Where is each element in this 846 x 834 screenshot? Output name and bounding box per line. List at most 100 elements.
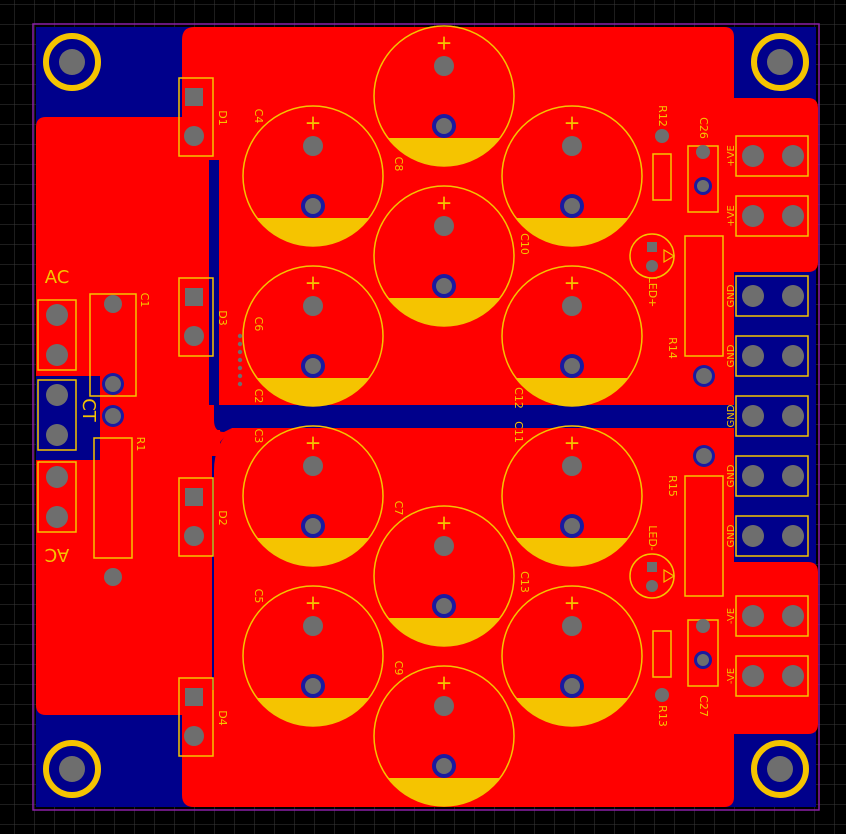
diode: D3 xyxy=(178,277,229,357)
mounting-hole-tl xyxy=(43,33,101,91)
capacitor-pad xyxy=(562,616,582,636)
connector-label: -VE xyxy=(726,668,737,684)
resistor-small: R13 xyxy=(652,630,672,727)
capacitor-body: + xyxy=(242,105,384,247)
led-label: LED- xyxy=(646,525,659,551)
diode-label: D1 xyxy=(216,110,229,125)
resistor-label: R12 xyxy=(656,105,669,127)
capacitor-pad xyxy=(434,536,454,556)
polarity-plus: + xyxy=(305,431,322,455)
capacitor-label: C4 xyxy=(252,109,265,124)
polarity-plus: + xyxy=(305,111,322,135)
connector-label: CT xyxy=(78,398,99,423)
capacitor-pad xyxy=(562,456,582,476)
capacitor-body: + xyxy=(501,425,643,567)
mounting-holes xyxy=(43,33,809,798)
connector-right: GND xyxy=(726,455,809,497)
resistor-label: R14 xyxy=(666,337,679,359)
connector-right: GND xyxy=(726,395,809,437)
capacitor-pad xyxy=(562,136,582,156)
capacitor-label: C1 xyxy=(138,293,151,308)
capacitor-body: + xyxy=(242,585,384,727)
capacitor-pad xyxy=(562,296,582,316)
capacitor-label: C12 xyxy=(512,387,525,409)
connector-right: GND xyxy=(726,335,809,377)
connector-left: AC xyxy=(37,461,77,565)
connector-label: GND xyxy=(726,464,737,487)
resistor-label: R15 xyxy=(666,475,679,497)
capacitor-body: + xyxy=(373,25,515,167)
polarity-plus: + xyxy=(564,111,581,135)
capacitor-body: + xyxy=(242,425,384,567)
connector-label: GND xyxy=(726,404,737,427)
led-label: LED+ xyxy=(646,277,659,308)
connector-left: AC xyxy=(37,267,77,371)
capacitor-body: + xyxy=(373,665,515,807)
capacitor-small: C26 xyxy=(687,117,719,213)
capacitor-label: C27 xyxy=(697,695,710,717)
board-outline xyxy=(32,23,820,811)
diode-label: D3 xyxy=(216,310,229,325)
capacitor-pad xyxy=(434,216,454,236)
via-strip xyxy=(237,333,243,387)
capacitor-label: C13 xyxy=(518,571,531,593)
connector-label: +VE xyxy=(726,145,737,167)
capacitor-pad xyxy=(303,456,323,476)
resistor-label: R13 xyxy=(656,705,669,727)
polarity-plus: + xyxy=(436,671,453,695)
capacitor-pad xyxy=(303,616,323,636)
connector-label: +VE xyxy=(726,205,737,227)
capacitor-label: C9 xyxy=(392,661,405,676)
diode-label: D4 xyxy=(216,710,229,725)
mounting-hole-br xyxy=(751,740,809,798)
ground-traces xyxy=(209,160,734,415)
connector-right: +VE xyxy=(726,195,809,237)
resistor-r1: R1 xyxy=(93,405,147,586)
capacitor-body: + xyxy=(501,265,643,407)
capacitor-body: + xyxy=(373,505,515,647)
connector-right: -VE xyxy=(726,655,809,697)
polarity-plus: + xyxy=(305,271,322,295)
capacitor-body: + xyxy=(373,185,515,327)
polarity-plus: + xyxy=(305,591,322,615)
led: LED- xyxy=(629,525,676,599)
capacitor-pad xyxy=(434,56,454,76)
capacitor-body: + xyxy=(501,105,643,247)
resistor-label: R1 xyxy=(134,437,147,452)
connector-label: GND xyxy=(726,344,737,367)
connector-right: -VE xyxy=(726,595,809,637)
polarity-plus: + xyxy=(564,591,581,615)
copper-ct-trace xyxy=(100,430,220,456)
diode: D1 xyxy=(178,77,229,157)
capacitor-small: C27 xyxy=(687,619,719,717)
capacitor-label: C26 xyxy=(697,117,710,139)
polarity-plus: + xyxy=(564,431,581,455)
connector-right: +VE xyxy=(726,135,809,177)
capacitor-label: C7 xyxy=(392,501,405,516)
capacitor-label: C10 xyxy=(518,233,531,255)
capacitor-label: C2 xyxy=(252,389,265,404)
capacitor-pad xyxy=(303,136,323,156)
led: LED+ xyxy=(629,233,676,308)
capacitor-label: C6 xyxy=(252,317,265,332)
resistor-power: R14 xyxy=(666,235,724,387)
capacitor-pad xyxy=(303,296,323,316)
connector-label: -VE xyxy=(726,608,737,624)
capacitor-c1: C1 xyxy=(89,293,151,397)
connector-label: AC xyxy=(45,267,70,288)
resistor-power: R15 xyxy=(666,445,724,597)
capacitor-pad xyxy=(434,696,454,716)
capacitor-label: C8 xyxy=(392,157,405,172)
polarity-plus: + xyxy=(436,31,453,55)
connector-label: AC xyxy=(45,544,70,565)
copper-top-rail xyxy=(182,27,818,408)
mounting-hole-tr xyxy=(751,33,809,91)
connector-label: GND xyxy=(726,284,737,307)
polarity-plus: + xyxy=(564,271,581,295)
